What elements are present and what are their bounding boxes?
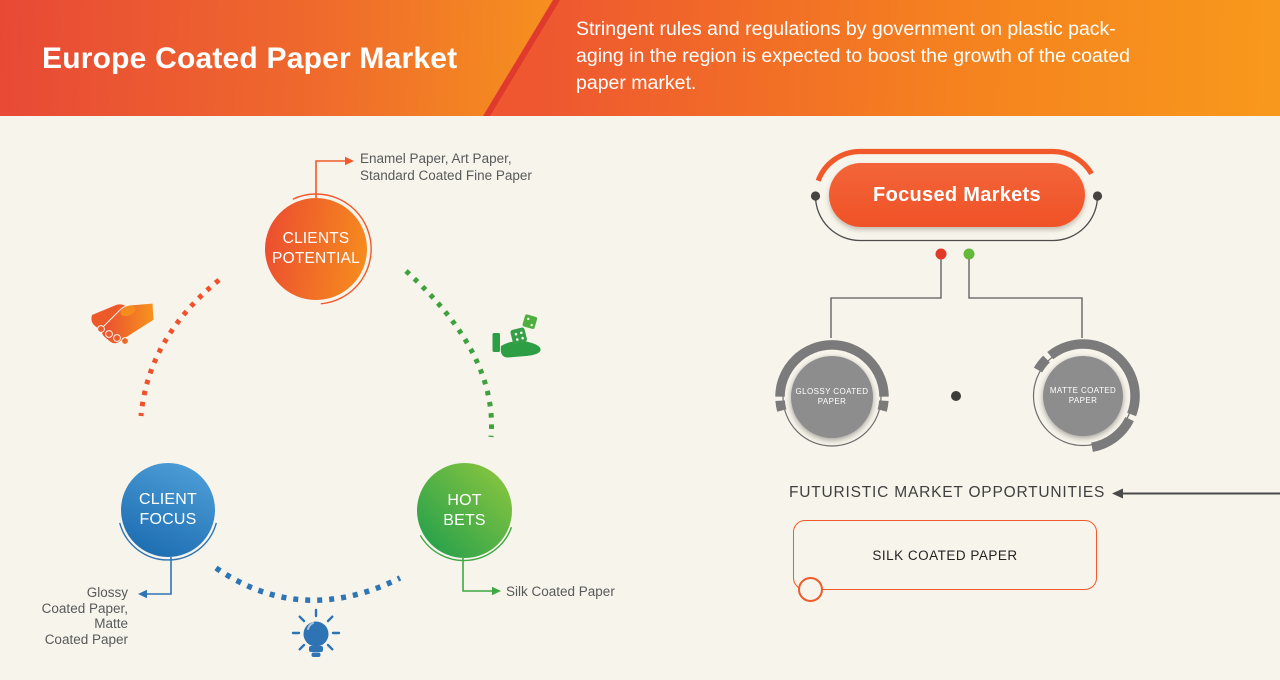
node-label-line: GLOSSY COATED	[795, 387, 869, 396]
annotation-line: Coated Paper	[44, 631, 128, 647]
red-branch-dot	[935, 248, 947, 260]
futuristic-opportunities-heading: FUTURISTIC MARKET OPPORTUNITIES	[789, 484, 1106, 501]
glossy-coated-paper-node: GLOSSY COATED PAPER	[791, 356, 873, 438]
die	[522, 314, 538, 329]
opportunities-arrow	[1112, 488, 1280, 499]
label-line: FOCUS	[139, 511, 197, 528]
label-line: POTENTIAL	[272, 250, 360, 267]
dice-hand-icon	[492, 314, 541, 358]
clients-potential-annotation: Enamel Paper, Art Paper, Standard Coated…	[360, 150, 532, 184]
center-dot	[951, 391, 961, 401]
annotation-line: Coated Paper,	[41, 600, 128, 616]
clients-potential-label: CLIENTS POTENTIAL	[272, 229, 360, 269]
lightbulb-icon	[291, 608, 341, 657]
right-arrow-icon	[345, 156, 354, 166]
orange-dotted-arc	[138, 278, 221, 417]
annotation-line: Standard Coated Fine Paper	[360, 168, 532, 183]
header-banner: Europe Coated Paper Market Stringent rul…	[0, 0, 1280, 116]
left-arrow-icon	[138, 589, 147, 599]
page-title: Europe Coated Paper Market	[42, 42, 458, 75]
left-arrow-icon	[1112, 488, 1123, 499]
node-label-line: PAPER	[817, 397, 847, 406]
hot-bets-bubble: HOT BETS	[417, 463, 512, 558]
label-line: HOT	[447, 491, 482, 509]
clients-potential-connector	[315, 156, 354, 198]
client-focus-label: CLIENT FOCUS	[139, 490, 197, 530]
hot-bets-annotation: Silk Coated Paper	[506, 584, 615, 599]
focused-markets-title: Focused Markets	[873, 183, 1041, 206]
label-line: CLIENT	[138, 491, 198, 508]
header-description-line: aging in the region is expected to boost…	[576, 45, 1130, 67]
node-label-line: PAPER	[1068, 396, 1098, 405]
header-banner-right-section	[488, 0, 1280, 116]
clients-potential-bubble: CLIENTS POTENTIAL	[265, 198, 367, 300]
node-label-line: MATTE COATED	[1049, 386, 1117, 395]
client-focus-bubble: CLIENT FOCUS	[121, 463, 215, 557]
label-line: CLIENTS	[282, 230, 350, 247]
annotation-line: Enamel Paper, Art Paper,	[360, 151, 512, 166]
ring-right-dot	[1092, 191, 1103, 201]
header-description-line: Stringent rules and regulations by gover…	[576, 18, 1116, 40]
matte-coated-paper-node: MATTE COATED PAPER	[1043, 356, 1123, 436]
label-line: BETS	[443, 511, 486, 529]
header-description-line: paper market.	[576, 72, 697, 94]
silk-box-corner-dot	[798, 577, 823, 602]
handshake-icon	[91, 302, 155, 345]
silk-coated-paper-box: SILK COATED PAPER	[793, 520, 1097, 590]
focused-markets-pill: Focused Markets	[829, 163, 1085, 227]
annotation-line: Glossy	[86, 585, 128, 600]
green-dotted-arc	[404, 269, 494, 438]
hot-bets-connector	[462, 558, 501, 596]
blue-dotted-arc	[214, 565, 402, 603]
ring-left-dot	[810, 191, 821, 201]
right-arrow-icon	[492, 586, 501, 596]
client-focus-connector	[138, 557, 172, 599]
silk-coated-paper-label: SILK COATED PAPER	[872, 547, 1018, 563]
header-description: Stringent rules and regulations by gover…	[576, 16, 1130, 97]
client-focus-annotation: Glossy Coated Paper, Matte Coated Paper	[28, 585, 128, 647]
green-branch-dot	[963, 248, 975, 260]
die	[510, 327, 527, 345]
hot-bets-label: HOT BETS	[443, 491, 486, 531]
annotation-line: Matte	[94, 616, 128, 631]
